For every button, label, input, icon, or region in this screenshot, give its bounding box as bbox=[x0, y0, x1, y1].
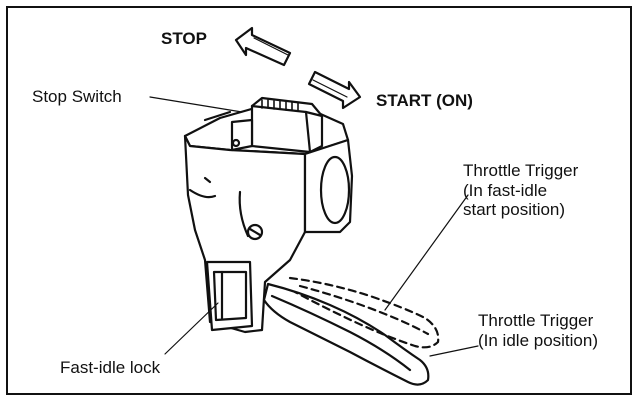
leader-lines bbox=[149, 96, 479, 357]
throttle-trigger-fast-idle bbox=[288, 276, 440, 349]
stop-switch-label: Stop Switch bbox=[32, 87, 122, 106]
throttle-trigger-fast-idle-label: Throttle Trigger (In fast-idle start pos… bbox=[463, 161, 579, 220]
start-on-label: START (ON) bbox=[376, 91, 473, 110]
fast-idle-lock bbox=[205, 260, 254, 332]
throttle-trigger-idle-label: Throttle Trigger (In idle position) bbox=[478, 311, 599, 350]
stop-label: STOP bbox=[161, 29, 207, 48]
throttle-trigger-idle bbox=[262, 282, 430, 386]
fast-idle-lock-label: Fast-idle lock bbox=[60, 358, 161, 377]
start-arrow-icon bbox=[307, 70, 362, 110]
stop-arrow-icon bbox=[234, 26, 292, 67]
stop-switch-rocker bbox=[230, 96, 324, 154]
